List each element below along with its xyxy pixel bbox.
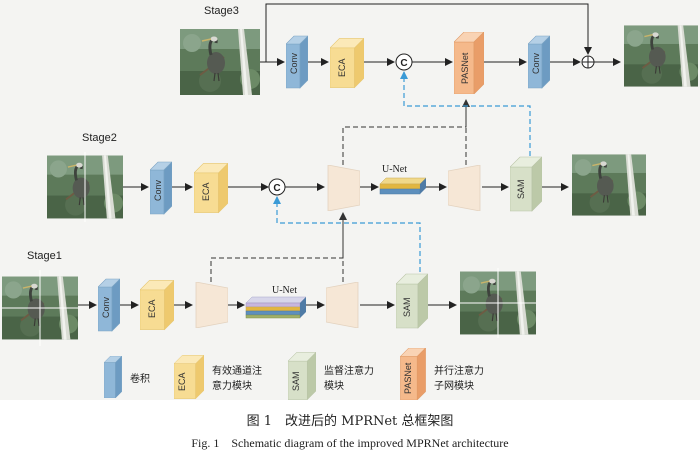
- stage3-eca-block: ECA: [330, 38, 364, 88]
- caption-chinese: 图 1 改进后的 MPRNet 总框架图: [246, 414, 454, 429]
- svg-text:C: C: [273, 183, 280, 194]
- caption-english: Fig. 1 Schematic diagram of the improved…: [191, 436, 509, 450]
- svg-text:监督注意力: 监督注意力: [324, 364, 374, 377]
- legend-item-sam: SAM 监督注意力 模块: [288, 352, 374, 400]
- stage2-encoder-skip-arrow: [342, 99, 470, 165]
- stage1-eca-block: ECA: [140, 280, 174, 330]
- svg-text:有效通道注: 有效通道注: [212, 364, 262, 377]
- svg-text:ECA: ECA: [147, 299, 157, 318]
- svg-text:Conv: Conv: [531, 52, 541, 74]
- stage2-unet-decoder: [448, 165, 481, 211]
- stage1-input-image: [2, 270, 78, 346]
- svg-text:ECA: ECA: [337, 58, 347, 77]
- stage3-residual-arrow: [265, 3, 592, 62]
- svg-text:SAM: SAM: [516, 179, 526, 199]
- stage3-add-node: [581, 55, 595, 69]
- svg-text:意力模块: 意力模块: [212, 379, 252, 392]
- stage2-sam-feature-arrow: [400, 71, 531, 156]
- stage2-input-image: [47, 152, 123, 222]
- stage2-unet-encoder: [327, 165, 360, 211]
- stage3-output-image: [624, 23, 698, 89]
- stage1-output-image: [460, 268, 536, 338]
- stage2-unet-block: U-Net: [379, 164, 427, 195]
- svg-text:Conv: Conv: [289, 52, 299, 74]
- stage1-unet-encoder: [195, 282, 228, 328]
- legend-item-pasnet: PASNet 并行注意力 子网模块: [400, 348, 484, 400]
- svg-text:ECA: ECA: [201, 182, 211, 201]
- stage3-conv-out-block: Conv: [528, 35, 550, 89]
- stage1-sam-block: SAM: [396, 273, 428, 329]
- svg-text:子网模块: 子网模块: [434, 380, 474, 392]
- svg-text:Conv: Conv: [153, 179, 163, 201]
- stage1-sam-feature-arrow: [273, 196, 421, 272]
- svg-text:Conv: Conv: [101, 296, 111, 318]
- stage2-sam-block: SAM: [510, 156, 542, 212]
- svg-text:SAM: SAM: [291, 371, 301, 391]
- svg-text:C: C: [400, 58, 407, 69]
- stage1-conv-block: Conv: [98, 278, 120, 332]
- svg-text:并行注意力: 并行注意力: [434, 364, 484, 377]
- legend: 卷积 ECA 有效通道注 意力模块 SAM 监督注意力 模块 PASNet 并行…: [104, 348, 484, 400]
- stage2-concat-node: C: [268, 178, 286, 196]
- stage3-concat-node: C: [395, 53, 413, 71]
- stage2-conv-block: Conv: [150, 161, 172, 215]
- stage1-unet-decoder: [326, 282, 359, 328]
- legend-conv-desc-0: 卷积: [130, 372, 150, 385]
- architecture-diagram: Stage3 Conv ECA C PASNet Conv: [2, 3, 698, 400]
- svg-text:U-Net: U-Net: [382, 164, 407, 175]
- legend-item-eca: ECA 有效通道注 意力模块: [174, 355, 262, 399]
- svg-text:PASNet: PASNet: [460, 52, 470, 84]
- svg-text:模块: 模块: [324, 380, 344, 392]
- stage2-eca-block: ECA: [194, 163, 228, 213]
- stage1-label: Stage1: [27, 250, 62, 262]
- stage3-label: Stage3: [204, 5, 239, 17]
- svg-text:SAM: SAM: [402, 297, 412, 317]
- stage2-output-image: [572, 152, 646, 218]
- stage1-encoder-skip-arrow: [210, 212, 347, 282]
- stage3-pasnet-block: PASNet: [454, 32, 484, 94]
- stage2-label: Stage2: [82, 132, 117, 144]
- svg-text:PASNet: PASNet: [403, 362, 413, 394]
- legend-item-conv: 卷积: [104, 356, 150, 398]
- stage1-unet-block: U-Net: [245, 285, 307, 319]
- svg-text:ECA: ECA: [177, 372, 187, 391]
- stage3-conv-block: Conv: [286, 35, 308, 89]
- svg-text:U-Net: U-Net: [272, 285, 297, 296]
- stage3-input-image: [180, 27, 260, 97]
